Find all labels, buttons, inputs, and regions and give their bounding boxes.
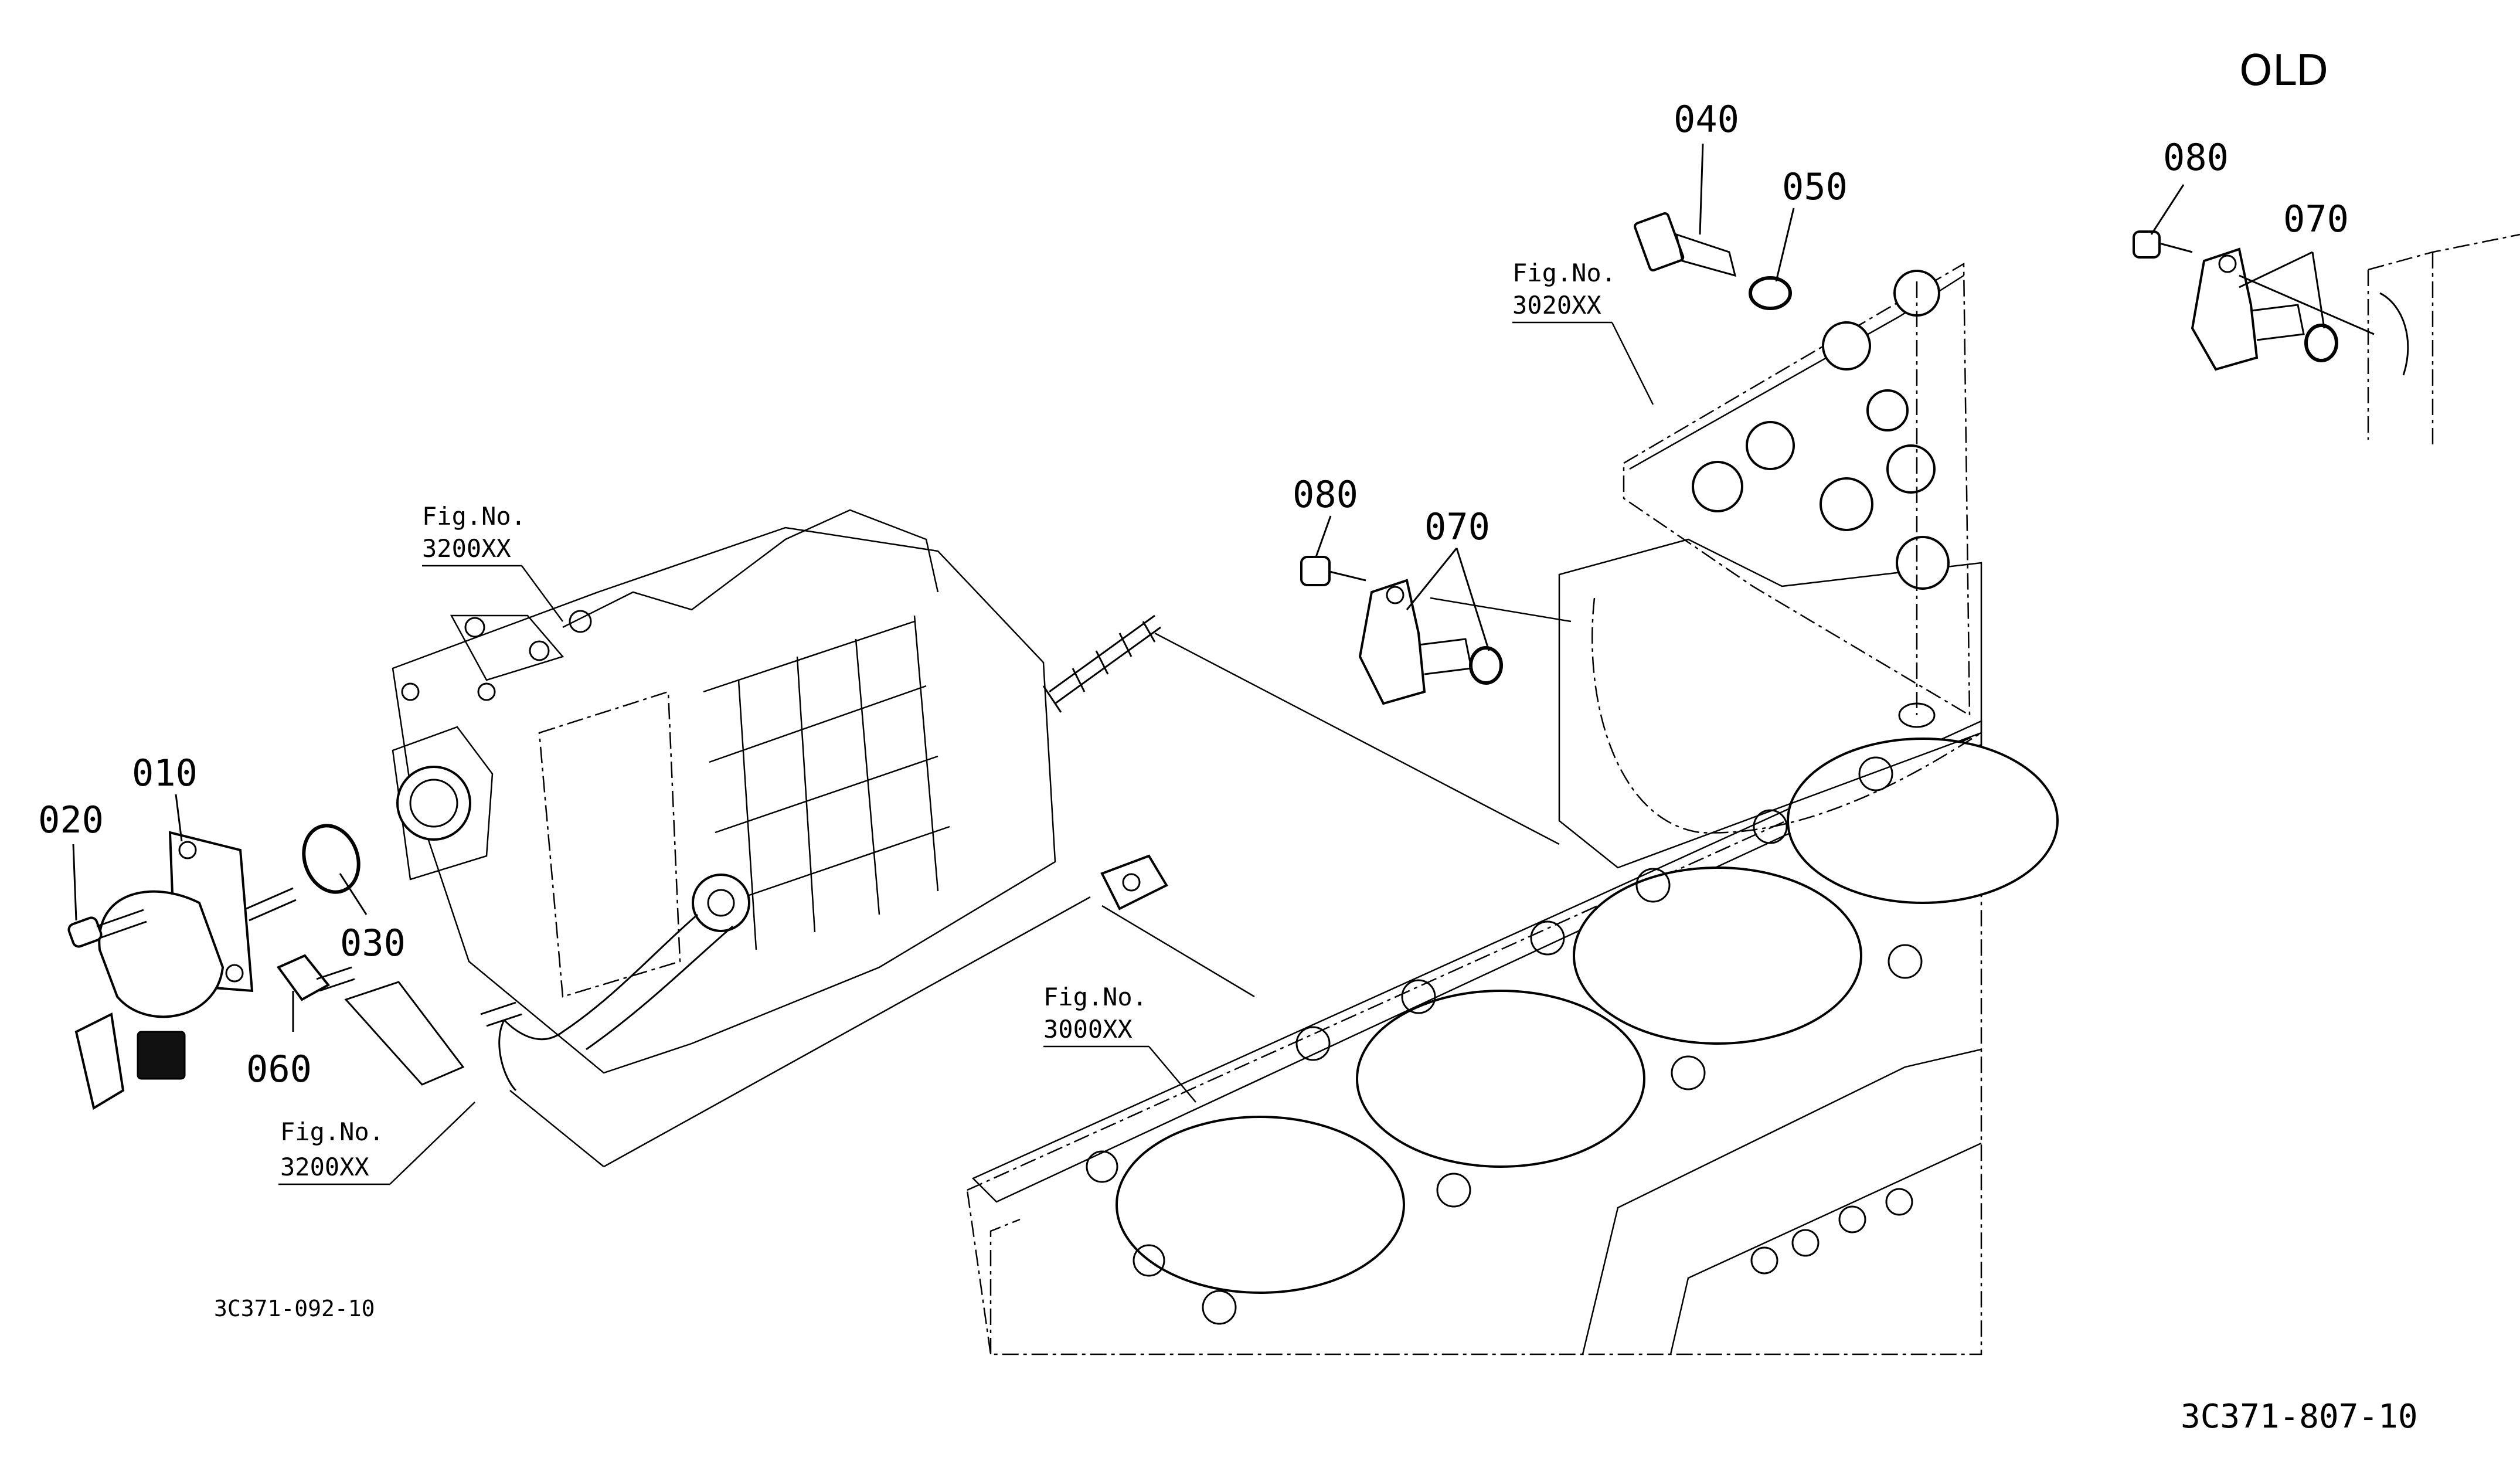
figure-ref-3020-line2: 3020XX [1512, 291, 1601, 320]
o-ring-030 [302, 824, 361, 894]
sensor-060 [276, 954, 465, 1086]
sensor-040 [1634, 212, 1737, 277]
figure-ref-3200-top-line2: 3200XX [422, 534, 511, 563]
callout-080: 080 [1293, 473, 1358, 516]
callout-050: 050 [1782, 165, 1848, 208]
old-variant-drawing [2133, 230, 2520, 446]
figure-ref-3200-bottom-line2: 3200XX [280, 1153, 369, 1181]
solenoid-valve-010 [74, 831, 297, 1110]
figure-ref-3000-line1: Fig.No. [1043, 983, 1147, 1011]
leader-lines [72, 143, 2325, 1185]
callout-030: 030 [340, 922, 406, 964]
callout-old-080: 080 [2163, 136, 2229, 179]
callout-070: 070 [1424, 505, 1490, 548]
speed-sensor-assembly [1300, 556, 1503, 705]
old-variant-label: OLD [2239, 46, 2328, 95]
figure-ref-3020: Fig.No. 3020XX [1512, 259, 1616, 320]
cylinder-block-drawing [966, 538, 2059, 1355]
callout-010: 010 [132, 752, 198, 794]
gasket-holes [1086, 756, 1923, 1325]
figure-ref-3020-line1: Fig.No. [1512, 259, 1616, 287]
figure-ref-3000-line2: 3000XX [1043, 1015, 1133, 1044]
pump-ribs [703, 615, 950, 950]
washer-050 [1749, 276, 1792, 310]
sub-drawing-code: 3C371-092-10 [214, 1296, 375, 1321]
injection-pump-drawing [392, 509, 1056, 1092]
figure-ref-3000: Fig.No. 3000XX [1043, 983, 1147, 1044]
callout-020: 020 [38, 798, 104, 841]
callout-040: 040 [1674, 98, 1739, 141]
figure-ref-3200-bottom: Fig.No. 3200XX [280, 1117, 384, 1181]
figure-ref-3200-bottom-line1: Fig.No. [280, 1117, 384, 1146]
stud-bolts [480, 614, 1168, 1027]
figure-ref-3200-top: Fig.No. 3200XX [422, 502, 526, 563]
cylinder-head-drawing [1623, 262, 1971, 728]
bolt-020 [67, 909, 147, 948]
callout-old-070: 070 [2283, 198, 2349, 240]
main-drawing-code: 3C371-807-10 [2181, 1398, 2418, 1436]
figure-ref-3200-top-line1: Fig.No. [422, 502, 526, 531]
callout-060: 060 [246, 1048, 312, 1090]
